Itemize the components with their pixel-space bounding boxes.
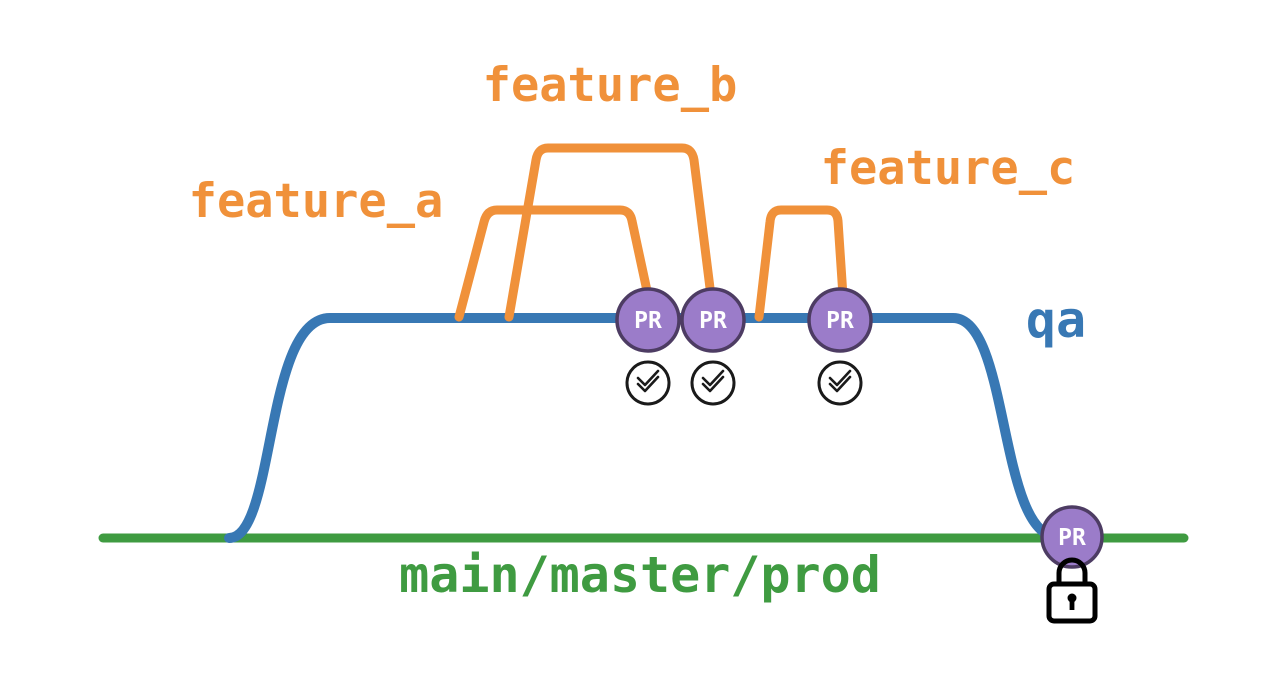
qa-label: qa	[1026, 291, 1086, 349]
feature-c-branch-line	[754, 205, 848, 322]
feature-c-label: feature_c	[821, 141, 1076, 196]
check-mark	[636, 375, 660, 393]
pr-badge-2-circle	[680, 287, 746, 353]
checks-passed-icon	[690, 360, 736, 406]
pr-badge-2: PR	[680, 287, 746, 353]
feature-a-branch-line	[454, 205, 654, 322]
check-mark	[828, 369, 852, 387]
feature-a-label: feature_a	[189, 174, 444, 229]
lock-keyhole-stem	[1069, 598, 1075, 610]
lock-shackle	[1056, 557, 1088, 585]
pr-badge-4: PR	[1040, 505, 1104, 569]
main-branch-label: main/master/prod	[399, 546, 881, 604]
checks-passed-icon	[817, 360, 863, 406]
pr-badge-3-text: PR	[826, 308, 854, 334]
check-mark	[636, 369, 660, 387]
check-mark	[828, 375, 852, 393]
lock-icon	[1046, 557, 1098, 624]
pr-badge-3-circle	[807, 287, 873, 353]
check-mark	[701, 375, 725, 393]
feature-b-branch-line	[504, 143, 716, 322]
pr-badge-1-text: PR	[634, 308, 662, 334]
pr-badge-1: PR	[615, 287, 681, 353]
checks-passed-icon	[625, 360, 671, 406]
pr-badge-2-text: PR	[699, 308, 727, 334]
check-mark	[701, 369, 725, 387]
pr-badge-4-text: PR	[1058, 525, 1086, 551]
pr-badge-1-circle	[615, 287, 681, 353]
pr-badge-3: PR	[807, 287, 873, 353]
pr-badge-4-circle	[1040, 505, 1104, 569]
feature-b-label: feature_b	[483, 58, 738, 113]
